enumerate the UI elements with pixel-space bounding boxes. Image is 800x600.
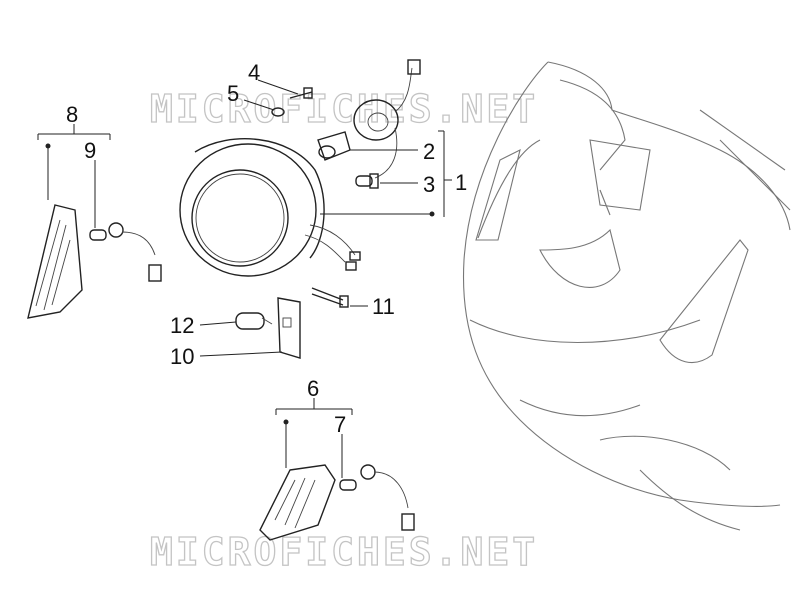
- parking-bulb: [355, 173, 379, 189]
- callout-9: 9: [84, 138, 96, 163]
- callout-12: 12: [170, 313, 194, 338]
- callout-2: 2: [423, 139, 435, 164]
- right-turn-indicator: [259, 464, 336, 541]
- callout-1: 1: [455, 170, 467, 195]
- headlamp-bracket: [277, 297, 301, 359]
- callout-11: 11: [372, 294, 395, 319]
- spacer: [235, 312, 273, 330]
- leader-lines: [37, 79, 452, 478]
- callout-8: 8: [66, 102, 78, 127]
- callout-5: 5: [227, 81, 239, 106]
- right-indicator-bulb: [339, 464, 415, 531]
- screw: [289, 87, 313, 99]
- left-turn-indicator: [27, 204, 83, 319]
- long-screw: [311, 287, 349, 308]
- watermark-top: MICROFICHES.NET: [150, 87, 538, 131]
- callout-7: 7: [334, 412, 346, 437]
- left-indicator-bulb: [89, 222, 162, 282]
- headlamp-bulb: [317, 131, 351, 161]
- bulb-socket-with-cable: [353, 59, 421, 179]
- callout-3: 3: [423, 172, 435, 197]
- callout-10: 10: [170, 344, 194, 369]
- callout-6: 6: [307, 376, 319, 401]
- headlamp-housing: [179, 138, 361, 277]
- washer: [271, 107, 285, 117]
- watermark-bottom: MICROFICHES.NET: [150, 530, 538, 574]
- scooter-front-shield: [462, 61, 791, 531]
- callout-4: 4: [248, 60, 260, 85]
